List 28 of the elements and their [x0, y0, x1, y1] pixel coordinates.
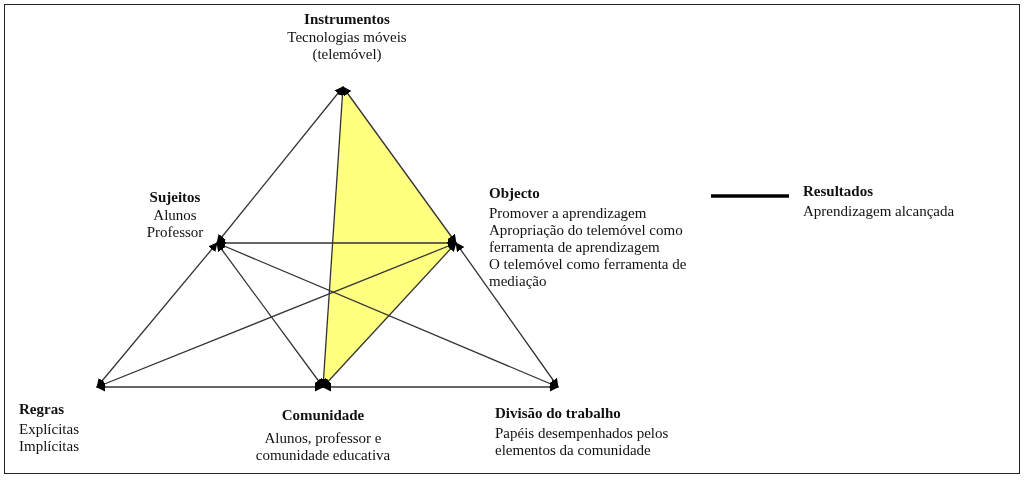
double-arrow	[342, 86, 457, 244]
node-heading: Resultados	[803, 183, 873, 200]
node-heading: Comunidade	[281, 407, 365, 424]
node-text: Apropriação do telemóvel como ferramenta de aprendizagem	[489, 222, 684, 256]
node-text: Professor	[146, 224, 204, 241]
node-text: Aprendizagem alcançada	[803, 203, 955, 220]
node-text: Tecnologias móveis (telemóvel)	[286, 29, 408, 63]
node-text: O telemóvel como ferramenta de mediação	[489, 256, 688, 290]
node-heading: Divisão do trabalho	[495, 405, 621, 422]
double-arrow	[96, 242, 218, 388]
double-arrow	[216, 86, 344, 244]
double-arrow	[216, 242, 324, 388]
node-heading: Regras	[19, 401, 64, 418]
node-heading: Sujeitos	[149, 189, 201, 206]
double-arrow	[322, 382, 559, 392]
node-text: Implícitas	[19, 438, 79, 455]
double-arrow	[96, 241, 457, 389]
node-text: Explícitas	[19, 421, 79, 438]
node-heading: Objecto	[489, 185, 540, 202]
double-arrow	[455, 242, 559, 388]
node-text: Papéis desempenhados pelos elementos da comunidade	[495, 425, 670, 459]
node-heading: Instrumentos	[304, 11, 390, 28]
double-arrow	[96, 382, 324, 392]
node-text: Alunos	[153, 207, 197, 224]
node-text: Alunos, professor e comunidade educativa	[254, 430, 392, 464]
connector-line	[711, 194, 789, 198]
node-text: Promover a aprendizagem	[489, 205, 647, 222]
double-arrow	[322, 242, 457, 388]
